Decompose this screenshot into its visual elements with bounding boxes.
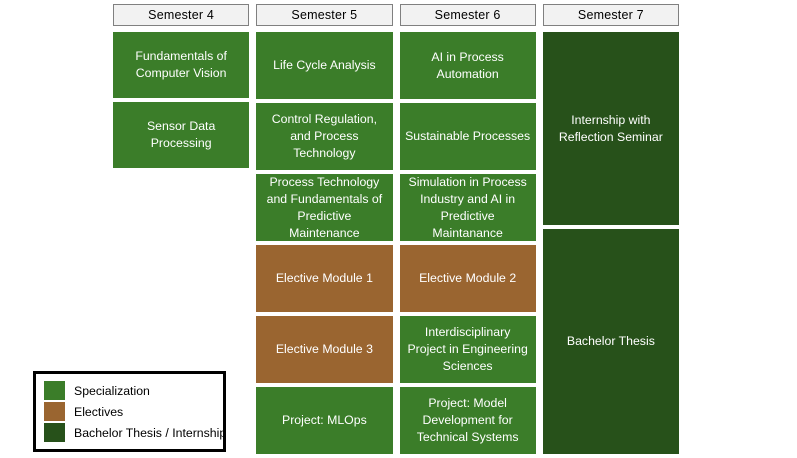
course-block[interactable]: Process Technology and Fundamentals of P… xyxy=(256,174,393,241)
legend-label: Electives xyxy=(74,404,124,419)
course-block[interactable]: Project: MLOps xyxy=(256,387,393,454)
course-block[interactable]: Interdisciplinary Project in Engineering… xyxy=(399,316,536,383)
course-block[interactable]: Elective Module 1 xyxy=(256,245,393,312)
course-block[interactable]: Bachelor Thesis xyxy=(542,229,679,454)
course-block[interactable]: Sustainable Processes xyxy=(399,103,536,170)
course-block[interactable]: AI in Process Automation xyxy=(399,32,536,99)
semester-column: Semester 4 Fundamentals of Computer Visio… xyxy=(113,4,250,454)
course-block[interactable]: Fundamentals of Computer Vision xyxy=(113,32,250,98)
semester-header: Semester 5 xyxy=(256,4,393,26)
semester-header: Semester 7 xyxy=(542,4,679,26)
legend-item: Specialization xyxy=(44,380,215,401)
course-block[interactable]: Project: Model Development for Technical… xyxy=(399,387,536,454)
semester-header: Semester 4 xyxy=(113,4,250,26)
legend-color-swatch xyxy=(44,423,65,442)
course-block[interactable]: Internship with Reflection Seminar xyxy=(542,32,679,226)
course-block[interactable]: Elective Module 2 xyxy=(399,245,536,312)
semester-column: Semester 7 Internship with Reflection Sem… xyxy=(542,4,679,454)
course-block[interactable]: Sensor Data Processing xyxy=(113,101,250,168)
legend-item: Electives xyxy=(44,401,215,422)
legend-color-swatch xyxy=(44,381,65,400)
course-block[interactable]: Simulation in Process Industry and AI in… xyxy=(399,174,536,241)
legend-label: Specialization xyxy=(74,383,150,398)
course-block[interactable]: Control Regulation, and Process Technolo… xyxy=(256,103,393,170)
course-block[interactable]: Life Cycle Analysis xyxy=(256,32,393,99)
legend-color-swatch xyxy=(44,402,65,421)
legend-item: Bachelor Thesis / Internship xyxy=(44,422,226,443)
legend-label: Bachelor Thesis / Internship xyxy=(74,425,227,440)
curriculum-grid: Semester 4 Fundamentals of Computer Visio… xyxy=(113,4,679,454)
semester-header: Semester 6 xyxy=(399,4,536,26)
course-block[interactable]: Elective Module 3 xyxy=(256,316,393,383)
